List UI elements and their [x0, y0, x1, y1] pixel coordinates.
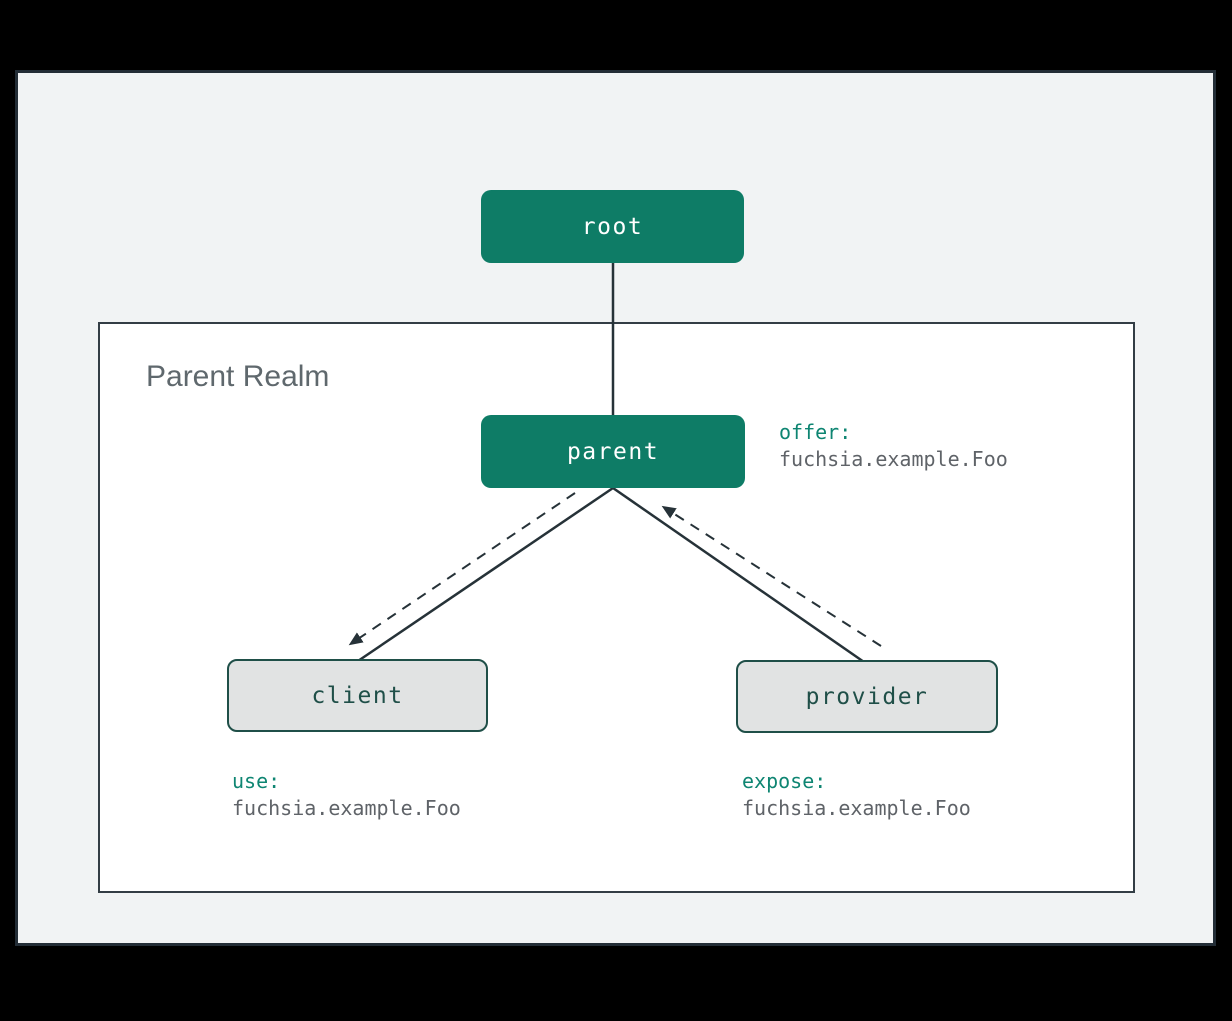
node-root-label: root	[581, 213, 644, 240]
node-provider-label: provider	[805, 683, 929, 710]
node-client: client	[227, 659, 488, 732]
offer-value: fuchsia.example.Foo	[779, 447, 1008, 471]
node-client-label: client	[311, 682, 404, 709]
node-parent-label: parent	[566, 438, 660, 465]
use-value: fuchsia.example.Foo	[232, 796, 461, 820]
parent-realm-label: Parent Realm	[146, 360, 330, 393]
parent-provider-edge	[612, 486, 865, 664]
use-annotation: use: fuchsia.example.Foo	[232, 768, 461, 822]
expose-route-arrow	[661, 505, 882, 647]
parent-client-edge	[357, 486, 614, 663]
expose-annotation: expose: fuchsia.example.Foo	[742, 768, 971, 822]
node-root: root	[481, 190, 744, 263]
node-parent: parent	[481, 415, 745, 488]
use-keyword: use:	[232, 769, 281, 793]
node-provider: provider	[736, 660, 998, 733]
offer-route-arrow	[348, 492, 576, 646]
expose-keyword: expose:	[742, 769, 827, 793]
offer-keyword: offer:	[779, 420, 852, 444]
expose-value: fuchsia.example.Foo	[742, 796, 971, 820]
offer-annotation: offer: fuchsia.example.Foo	[779, 419, 1008, 473]
